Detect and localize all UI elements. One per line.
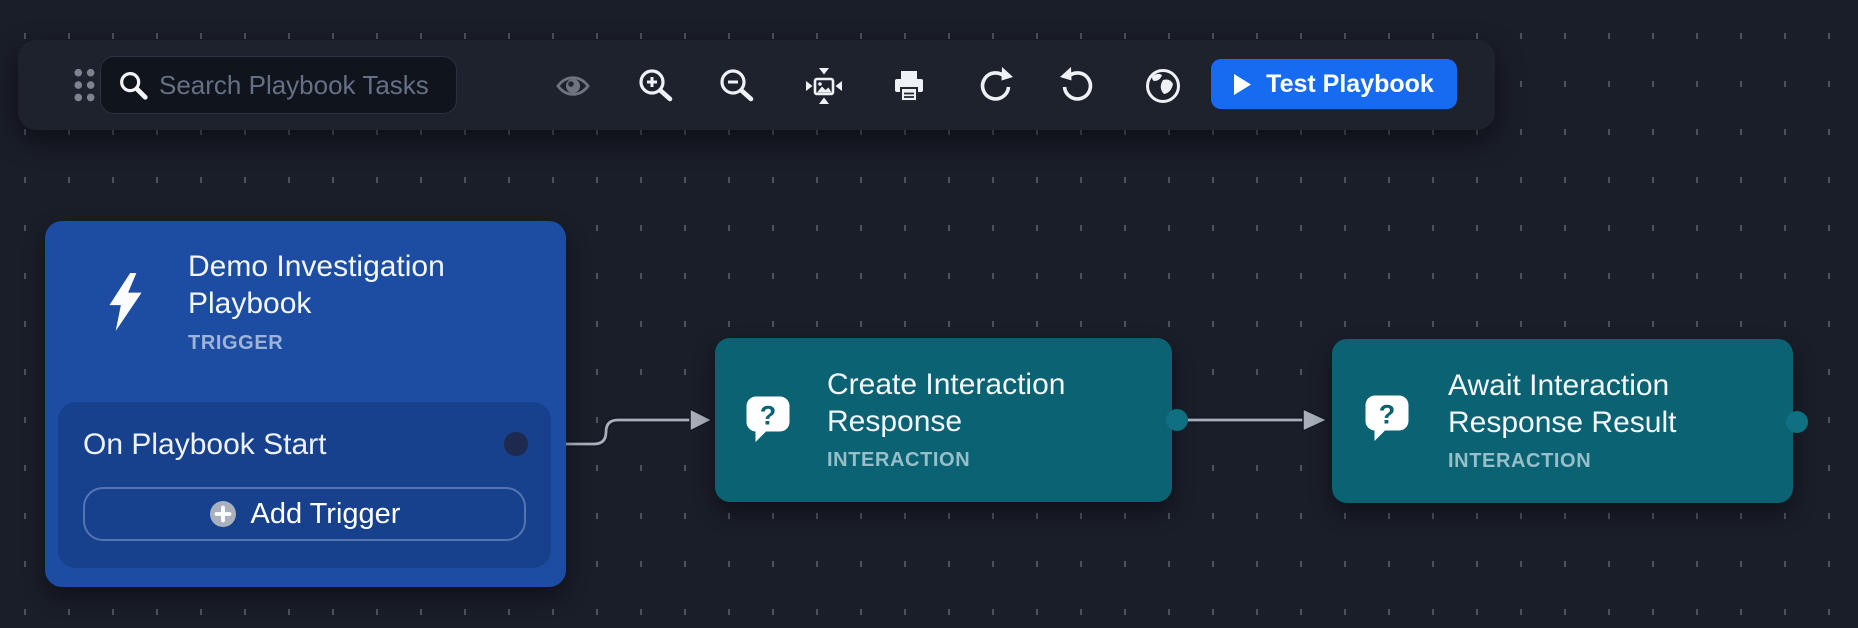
undo-icon — [1060, 67, 1093, 101]
lightning-icon — [109, 273, 142, 331]
node-type-label: INTERACTION — [1448, 450, 1592, 472]
globe-button[interactable] — [1139, 62, 1187, 110]
svg-text:?: ? — [1379, 400, 1396, 430]
canvas-toolbar: Test Playbook — [18, 40, 1495, 130]
fit-to-screen-icon — [806, 68, 842, 104]
question-bubble-icon: ? — [1365, 395, 1409, 441]
test-playbook-label: Test Playbook — [1266, 69, 1434, 98]
node-title: Demo Investigation Playbook — [188, 250, 445, 320]
node-await-interaction-response-result[interactable]: ? Await Interaction Response Result INTE… — [1332, 339, 1793, 503]
node-title: Create Interaction Response — [827, 368, 1066, 438]
node-demo-investigation-playbook[interactable]: Demo Investigation Playbook TRIGGER On P… — [45, 221, 566, 587]
add-trigger-button[interactable]: Add Trigger — [83, 487, 526, 541]
zoom-out-icon — [720, 69, 754, 102]
search-field-wrap — [100, 56, 457, 114]
node-title: Await Interaction Response Result — [1448, 369, 1677, 439]
plus-icon — [209, 501, 236, 527]
node-type-label: TRIGGER — [188, 332, 284, 354]
toggle-visibility-button[interactable] — [549, 62, 597, 110]
print-button[interactable] — [885, 62, 933, 110]
fit-to-screen-button[interactable] — [800, 62, 848, 110]
print-icon — [895, 71, 923, 102]
test-playbook-button[interactable]: Test Playbook — [1211, 59, 1457, 109]
zoom-in-icon — [639, 69, 673, 102]
zoom-out-button[interactable] — [713, 62, 761, 110]
node-create-interaction-response[interactable]: ? Create Interaction Response INTERACTIO… — [715, 338, 1172, 502]
add-trigger-label: Add Trigger — [250, 497, 401, 530]
output-port-on-playbook-start[interactable] — [504, 432, 528, 456]
trigger-list-panel: On Playbook Start Add Trigger — [58, 402, 551, 568]
undo-button[interactable] — [1054, 62, 1102, 110]
node-type-label: INTERACTION — [827, 449, 971, 471]
search-input[interactable] — [100, 56, 457, 114]
eye-icon — [556, 76, 590, 96]
globe-icon — [1146, 69, 1180, 103]
redo-button[interactable] — [971, 62, 1019, 110]
play-icon — [1234, 73, 1252, 95]
svg-text:?: ? — [760, 401, 777, 431]
output-port-await-interaction[interactable] — [1786, 411, 1808, 433]
output-port-create-interaction[interactable] — [1166, 409, 1188, 431]
zoom-in-button[interactable] — [632, 62, 680, 110]
redo-icon — [980, 67, 1013, 101]
question-bubble-icon: ? — [746, 396, 790, 442]
trigger-row-label: On Playbook Start — [83, 428, 327, 461]
drag-handle[interactable] — [68, 66, 100, 106]
